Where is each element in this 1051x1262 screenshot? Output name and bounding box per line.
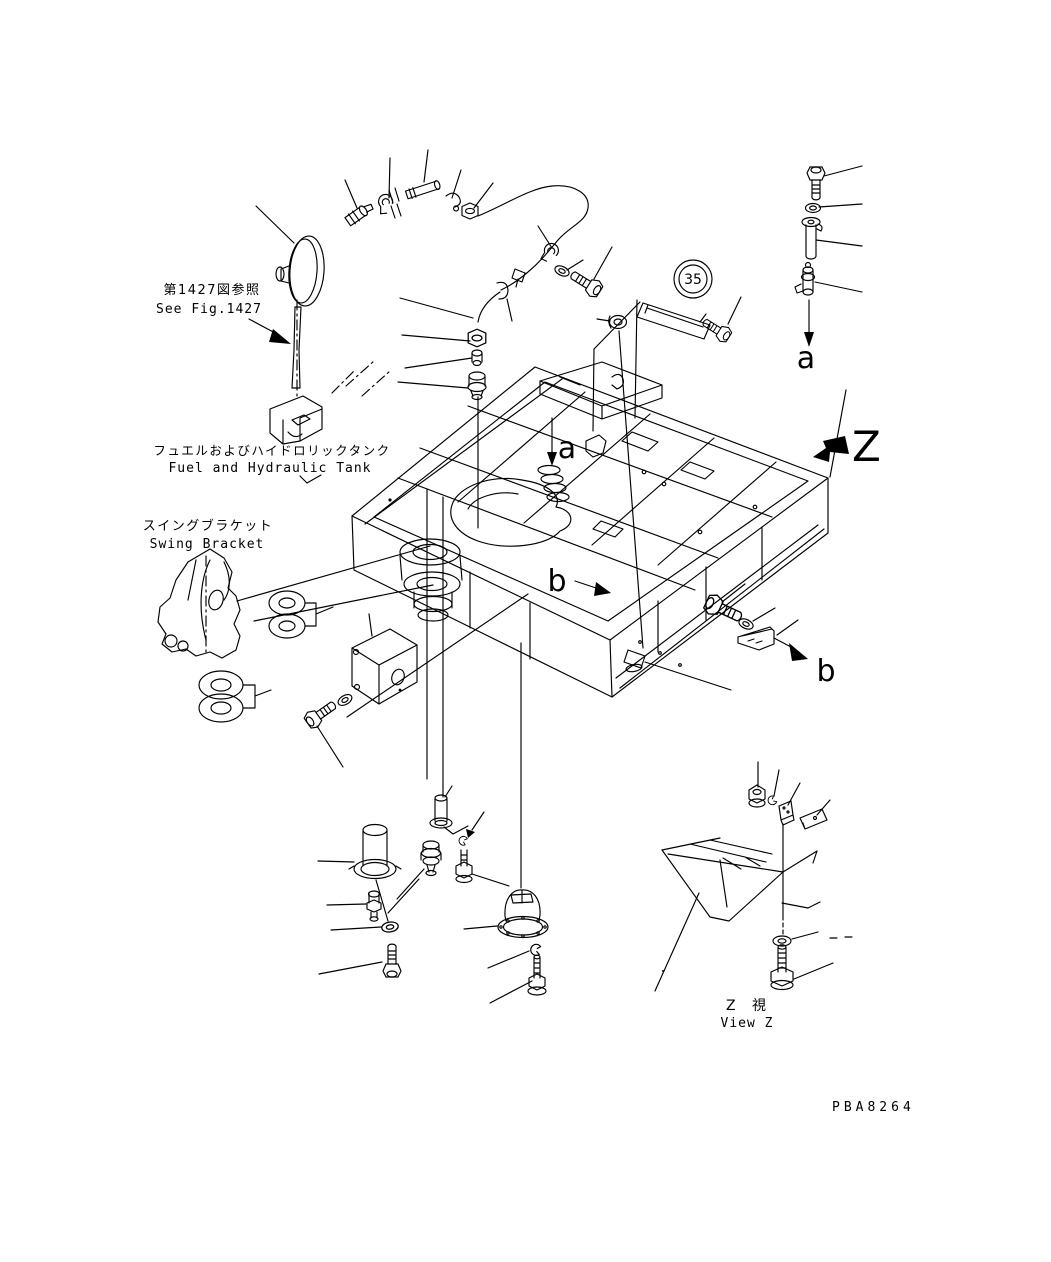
figure-code: PBA8264 bbox=[832, 1100, 915, 1115]
washer bbox=[804, 202, 822, 214]
tank-label-en: Fuel and Hydraulic Tank bbox=[168, 461, 371, 476]
swing-post bbox=[399, 538, 463, 622]
tank-label-group: フュエルおよびハイドロリックタンク Fuel and Hydraulic Tan… bbox=[153, 443, 390, 476]
elbow-connector bbox=[445, 192, 461, 212]
tube-fitting bbox=[467, 349, 487, 401]
clamp-washer bbox=[552, 263, 572, 279]
main-frame bbox=[346, 361, 847, 889]
hose-nipple bbox=[404, 180, 441, 200]
small-bolt bbox=[455, 834, 510, 887]
mirror-assembly bbox=[255, 205, 325, 399]
cone-plug bbox=[623, 649, 732, 691]
marker-a-mid: a bbox=[558, 431, 576, 466]
mid-right-bolt-plate: b bbox=[701, 583, 836, 689]
marker-b-mid-group: b bbox=[547, 564, 611, 599]
marker-a-mid-group: a bbox=[547, 417, 576, 466]
elbow-fitting bbox=[344, 203, 374, 227]
plate-bolt bbox=[698, 314, 734, 345]
strainer-bolt bbox=[527, 954, 547, 996]
ref-label-group: 第1427図参照 See Fig.1427 bbox=[156, 282, 291, 344]
bracket-label-group: スイングブラケット Swing Bracket bbox=[143, 518, 274, 552]
mount-box-bracket bbox=[301, 613, 418, 768]
angle-plate bbox=[799, 808, 828, 830]
view-z-label-en: View Z bbox=[721, 1016, 774, 1031]
bolt bbox=[382, 943, 402, 978]
right-parts-column: a bbox=[794, 165, 863, 376]
bottom-parts bbox=[317, 785, 549, 1004]
small-arrow-icon bbox=[466, 829, 475, 838]
swing-bracket bbox=[157, 545, 434, 659]
lock-nut bbox=[748, 784, 766, 808]
ref-arrow-icon bbox=[269, 329, 291, 344]
stand-pipe bbox=[429, 785, 485, 838]
clip bbox=[765, 794, 778, 807]
view-z-label-jp: Z 視 bbox=[726, 998, 772, 1014]
marker-a-right: a bbox=[797, 341, 815, 376]
grease-nipple bbox=[366, 890, 382, 922]
marker-z: Z bbox=[852, 422, 881, 471]
washer-pair-lower bbox=[198, 670, 272, 723]
part-badge-35[interactable]: 35 bbox=[673, 259, 713, 299]
badge-ring bbox=[673, 259, 713, 299]
arrow-a-mid-icon bbox=[547, 452, 557, 466]
hydraulic-hose bbox=[477, 185, 589, 291]
fuel-tank-bracket bbox=[269, 360, 391, 484]
washer-pair-upper bbox=[268, 590, 334, 639]
badge-number: 35 bbox=[684, 272, 702, 288]
marker-b-mid: b bbox=[547, 564, 566, 599]
box-washer bbox=[335, 691, 355, 709]
connector-fitting bbox=[420, 840, 442, 877]
badge-plate-part bbox=[592, 296, 742, 432]
strainer-cover bbox=[497, 889, 549, 939]
hose-assembly bbox=[344, 149, 644, 649]
bracket-label-en: Swing Bracket bbox=[150, 537, 265, 552]
arrow-z-icon bbox=[813, 436, 849, 462]
view-z-arrow-group: Z bbox=[813, 422, 881, 471]
washer bbox=[772, 935, 792, 947]
bolt bbox=[806, 166, 826, 201]
view-z-detail: Z 視 View Z bbox=[654, 761, 853, 1031]
ref-label-jp: 第1427図参照 bbox=[163, 282, 260, 298]
box-bolt bbox=[301, 696, 341, 732]
foot-bolt bbox=[770, 944, 794, 991]
snap-ring bbox=[529, 942, 542, 957]
bracket-label-jp: スイングブラケット bbox=[143, 518, 274, 534]
tube-nut bbox=[467, 328, 487, 348]
fitting bbox=[794, 261, 816, 296]
arrow-b-mid-icon bbox=[594, 582, 611, 596]
washer bbox=[380, 920, 400, 934]
arrow-a-down-icon bbox=[804, 332, 814, 347]
tank-label-jp: フュエルおよびハイドロリックタンク bbox=[153, 443, 390, 458]
marker-b-right: b bbox=[816, 654, 835, 689]
badge-circle bbox=[678, 264, 708, 294]
spring-coil bbox=[537, 464, 570, 503]
ref-label-en: See Fig.1427 bbox=[156, 302, 262, 317]
grommet bbox=[608, 314, 628, 330]
suction-cap bbox=[348, 823, 402, 922]
pin bbox=[801, 216, 823, 260]
arrow-b-right-icon bbox=[789, 643, 808, 661]
shim-plate bbox=[778, 800, 795, 826]
